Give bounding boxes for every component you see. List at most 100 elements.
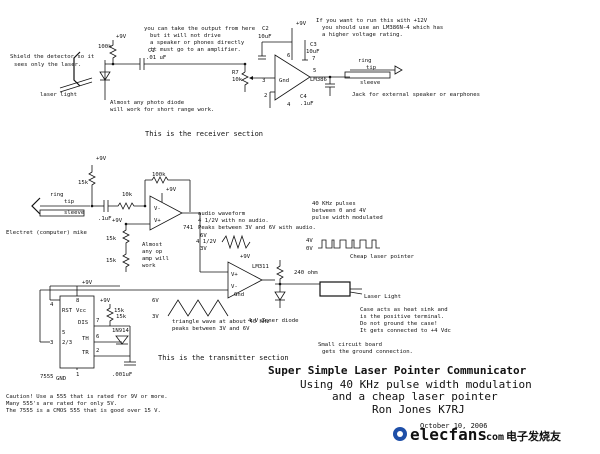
note-output-3: a speaker or phones directly [150, 40, 245, 46]
r-100k-resistor [109, 40, 117, 64]
tx-plus9v-c: +9V [112, 218, 123, 224]
receiver-plus9v-b: +9V [296, 21, 307, 27]
tx-r-100k: 100k [152, 172, 166, 178]
pin-1: 1 [76, 372, 79, 378]
gnd-label-555: GND [56, 376, 67, 382]
tx-r-15k-a-resistor [88, 165, 96, 206]
audio-note-1: audio waveform [198, 211, 246, 217]
tri-note-1: triangle wave at about 40 KHz [172, 319, 270, 325]
note-opamp-1: Almost [142, 242, 162, 248]
ic-7555-label: 7555 [40, 374, 53, 380]
receiver-plus9v-label: +9V [116, 34, 127, 40]
pulses-note-2: between 0 and 4V [312, 208, 367, 214]
pin-7: 7 [312, 56, 315, 62]
r7-value: 10k [232, 77, 243, 83]
title-line-3: and a cheap laser pointer [332, 390, 498, 403]
zener-diode-icon [274, 291, 286, 301]
tx-r-15k-d: 15k [116, 314, 127, 320]
pin-5: 5 [313, 68, 316, 74]
pin-3-out: 3 [50, 340, 53, 346]
c3-value: 10uF [306, 49, 320, 55]
pin-tr: TR [82, 350, 89, 356]
tx-cap-1uf: .1uF [98, 216, 112, 222]
tx-r-15k-555: 15k [114, 308, 125, 314]
caution-2: Many 555's are rated for only 5V. [6, 401, 117, 407]
pin-4: 4 [287, 102, 291, 108]
case-note-4: It gets connected to +4 Vdc [360, 328, 451, 334]
title-date: October 10, 2006 [420, 422, 487, 430]
pin-5: 5 [62, 330, 65, 336]
caution-3: The 7555 is a CMOS 555 that is good over… [6, 408, 161, 414]
transmitter-section: ring tip sleeve Electret (computer) mike… [6, 156, 451, 414]
mike-label: Electret (computer) mike [6, 230, 87, 236]
pin-7: 7 [96, 318, 99, 324]
lm386-opamp [274, 54, 311, 101]
case-note-1: Case acts as heat sink and [360, 307, 448, 313]
pulse-4v: 4V [306, 238, 313, 244]
tx-plus9v-d: +9V [240, 254, 251, 260]
pin-th: TH [82, 336, 89, 342]
note-opamp-4: work [142, 263, 156, 269]
diode-label: 1N914 [112, 328, 129, 334]
tx-plus9v-f: +9V [100, 298, 111, 304]
lm311-vminus: V- [231, 284, 238, 290]
note-photodiode-2: will work for short range work. [110, 107, 214, 113]
tx-r-15k-b: 15k [106, 236, 117, 242]
receiver-laser-light-label: laser light [40, 92, 77, 98]
watermark-chinese: 电子发烧友 [506, 429, 561, 443]
pin-3: 3 [262, 78, 265, 84]
op741-vplus: V+ [154, 218, 161, 224]
r7-label: R7 [232, 70, 239, 76]
pwm-pulse-train [318, 239, 380, 249]
r-240-label: 240 ohm [294, 270, 318, 276]
lm311-label: LM311 [252, 264, 269, 270]
case-note-3: Do not ground the case! [360, 321, 437, 327]
tx-r-15k-c-resistor [122, 250, 130, 272]
note-opamp-3: amp will [142, 256, 169, 262]
audio-note-3: Peaks between 3V and 6V with audio. [198, 225, 316, 231]
pulses-note-1: 40 KHz pulses [312, 201, 356, 207]
tri-6v: 6V [152, 298, 159, 304]
title-line-2: Using 40 KHz pulse width modulation [300, 378, 532, 391]
tx-r-15k-c: 15k [106, 258, 117, 264]
note-12v-1: If you want to run this with +12V [316, 18, 428, 24]
watermark-brand: elecfans [410, 425, 487, 444]
triangle-waveform [167, 299, 229, 317]
c3-label: C3 [310, 42, 317, 48]
note-opamp-2: any op [142, 249, 163, 255]
r7-potentiometer [241, 71, 249, 92]
note-12v-3: a higher voltage rating. [322, 32, 403, 38]
pin-2: 2 [264, 93, 267, 99]
lm311-gnd: Gnd [234, 292, 244, 298]
tx-r-10k: 10k [122, 192, 133, 198]
note-shield-2: sees only the laser. [14, 62, 81, 68]
pin-rst: RST [62, 308, 73, 314]
caution-1: Caution! Use a 555 that is rated for 9V … [6, 394, 168, 400]
diode-icon [115, 335, 129, 345]
lm311-comparator [227, 261, 263, 299]
pin-4: 4 [50, 302, 54, 308]
zener-label: 4 V Zener diode [248, 318, 299, 324]
wave-mid: 4 1/2V [196, 239, 217, 245]
tri-3v: 3V [152, 314, 159, 320]
note-output-1: you can take the output from here [144, 26, 256, 32]
note-12v-2: you should use an LM386N-4 which has [322, 25, 443, 31]
receiver-sleeve-label: sleeve [360, 80, 381, 86]
pulses-note-3: pulse width modulated [312, 215, 383, 221]
c4-value: .1uF [300, 101, 314, 107]
tx-r-100k-resistor [145, 176, 190, 184]
wave-6v: 6V [200, 233, 207, 239]
c2-value: 10uF [258, 34, 272, 40]
lm386-gnd-label: Gnd [279, 78, 289, 84]
pin-dis: DIS [78, 320, 88, 326]
tx-plus9v-a: +9V [96, 156, 107, 162]
elecfans-watermark: elecfans .com 电子发烧友 [393, 425, 561, 444]
tx-plus9v-e: +9V [82, 280, 93, 286]
pin-23: 2/3 [62, 340, 72, 346]
pulse-0v: 0V [306, 246, 313, 252]
tx-r-15k-b-resistor [122, 224, 130, 250]
pin-vcc: Vcc [76, 308, 86, 314]
title-line-1: Super Simple Laser Pointer Communicator [268, 364, 527, 377]
watermark-domain: .com [480, 432, 504, 443]
